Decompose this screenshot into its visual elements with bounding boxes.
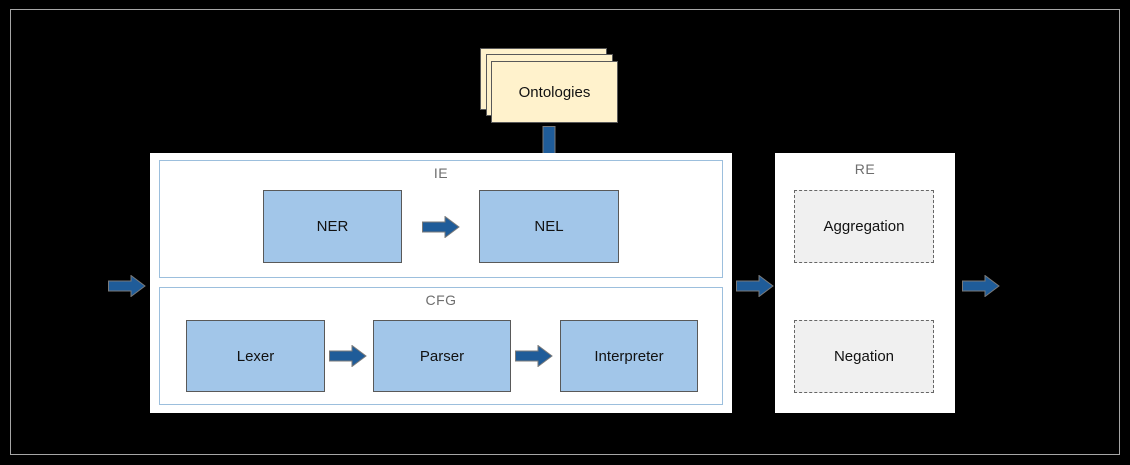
aggregation-node: Aggregation [794,190,934,263]
arrow-right-icon [108,275,146,297]
lexer-node: Lexer [186,320,325,392]
parser-node: Parser [373,320,511,392]
interpreter-node: Interpreter [560,320,698,392]
lexer-label: Lexer [236,347,275,365]
cfg-group-label: CFG [425,292,457,308]
nel-label: NEL [534,218,564,235]
parser-label: Parser [419,347,465,365]
ie-group-box: IE [159,160,723,278]
negation-label: Negation [833,348,895,365]
interpreter-label: Interpreter [594,347,664,365]
re-panel-label: RE [854,161,876,177]
arrow-right-icon [736,275,774,297]
arrow-right-icon [329,345,367,367]
ie-group-label: IE [433,165,449,181]
nel-node: NEL [479,190,619,263]
arrow-right-icon [962,275,1000,297]
aggregation-label: Aggregation [823,218,905,235]
outer-frame [10,9,1120,455]
arrow-right-icon [515,345,553,367]
ontologies-node: Ontologies [491,61,618,123]
ner-label: NER [316,218,349,235]
ner-node: NER [263,190,402,263]
ontologies-label: Ontologies [518,83,591,101]
negation-node: Negation [794,320,934,393]
arrow-right-icon [422,216,460,238]
